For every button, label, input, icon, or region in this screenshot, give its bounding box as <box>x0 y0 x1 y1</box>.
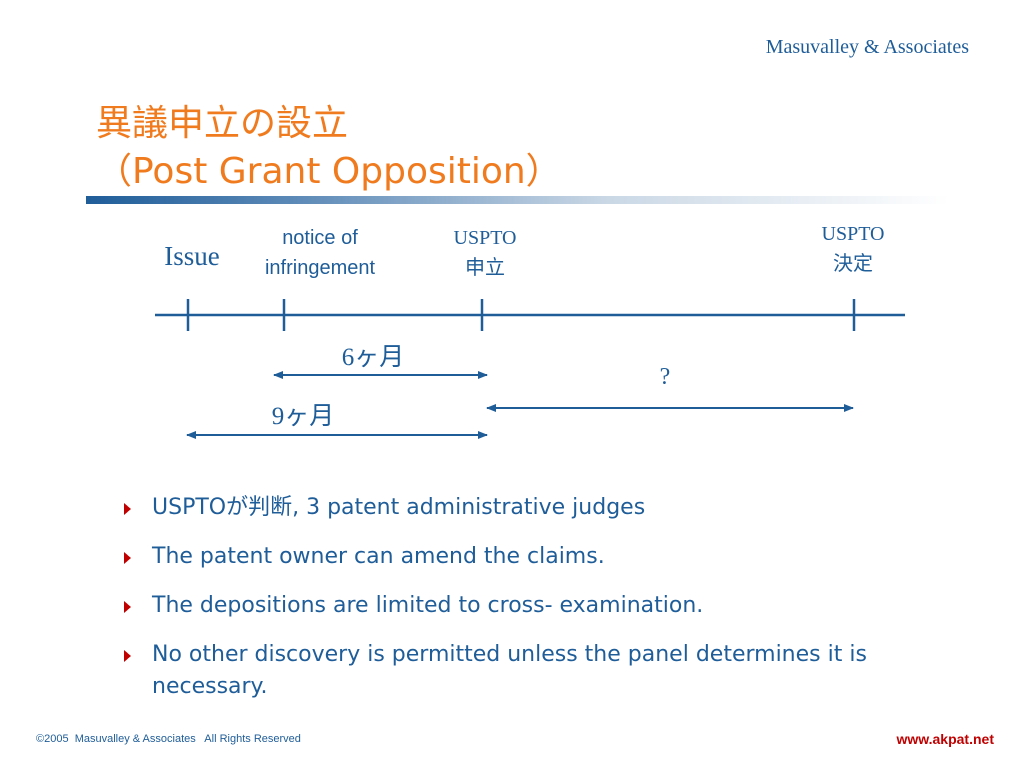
label-uspto-filing: USPTO 申立 <box>435 223 535 283</box>
timeline-diagram <box>155 299 905 439</box>
bullet-arrow-icon <box>124 552 131 564</box>
bullet-list: USPTOが判断, 3 patent administrative judges… <box>122 492 912 720</box>
list-item: No other discovery is permitted unless t… <box>122 639 912 703</box>
notice-line1: notice of <box>282 227 358 249</box>
bullet-arrow-icon <box>124 650 131 662</box>
list-item: The patent owner can amend the claims. <box>122 541 912 573</box>
bullet-text: The patent owner can amend the claims. <box>152 544 605 569</box>
firm-name: Masuvalley & Associates <box>765 36 969 58</box>
title-divider <box>86 196 950 204</box>
uspto-decision-line1: USPTO <box>821 223 885 245</box>
bullet-text: The depositions are limited to cross- ex… <box>152 593 704 618</box>
list-item: USPTOが判断, 3 patent administrative judges <box>122 492 912 524</box>
page-title: 異議申立の設立 （Post Grant Opposition） <box>96 100 562 196</box>
label-uspto-decision: USPTO 決定 <box>803 219 903 279</box>
list-item: The depositions are limited to cross- ex… <box>122 590 912 622</box>
footer-copyright: ©2005 Masuvalley & Associates All Rights… <box>36 733 301 745</box>
label-9-months: 9ヶ月 <box>271 403 335 430</box>
label-issue: Issue <box>164 241 220 271</box>
uspto-filing-line2: 申立 <box>465 257 505 279</box>
uspto-filing-line1: USPTO <box>453 227 517 249</box>
notice-line2: infringement <box>264 257 376 279</box>
footer-website-link[interactable]: www.akpat.net <box>896 731 994 747</box>
label-notice-of-infringement: notice of infringement <box>240 223 400 283</box>
bullet-text: No other discovery is permitted unless t… <box>152 642 867 699</box>
title-english: （Post Grant Opposition） <box>96 151 562 192</box>
title-japanese: 異議申立の設立 <box>96 103 349 144</box>
uspto-decision-line2: 決定 <box>833 253 873 275</box>
bullet-text: USPTOが判断, 3 patent administrative judges <box>152 495 646 520</box>
bullet-arrow-icon <box>124 601 131 613</box>
label-6-months: 6ヶ月 <box>341 344 405 371</box>
bullet-arrow-icon <box>124 503 131 515</box>
label-unknown-duration: ? <box>659 364 671 390</box>
